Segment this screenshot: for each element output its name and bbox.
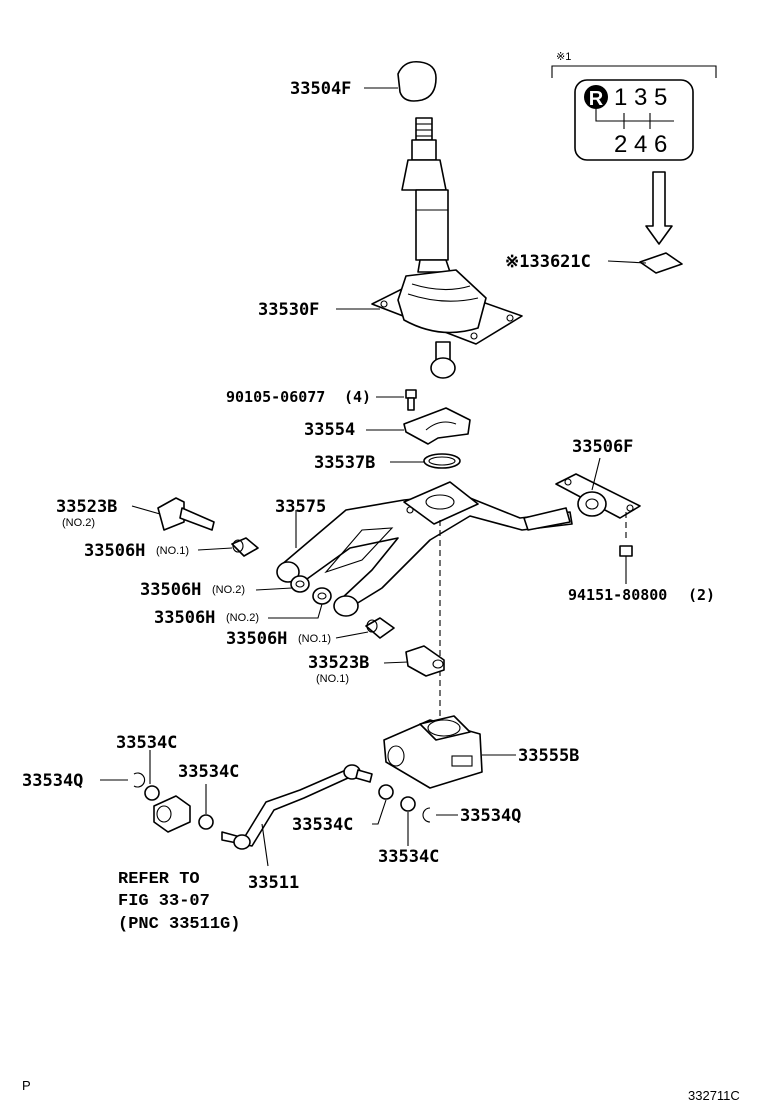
gear-row-bottom: 2 4 6 [614, 131, 667, 158]
bracket-bushing [577, 491, 607, 517]
lever-ball-end [430, 357, 456, 379]
bush-d-group: 33506H (NO.1) [226, 617, 395, 649]
bush-c-group: 33506H (NO.2) [154, 587, 332, 628]
gear-row-top: 1 3 5 [614, 84, 667, 111]
bolt-part-number: 90105-06077 [226, 388, 325, 406]
ring-outer [423, 453, 461, 469]
bush-d-tag: (NO.1) [298, 633, 331, 645]
reference-note: REFER TO FIG 33-07 (PNC 33511G) [118, 870, 240, 934]
bush-534c-a-shape [144, 785, 160, 801]
bush-534c-c-group: 33534C [292, 784, 394, 835]
lever-shaft-cover [415, 189, 449, 261]
bush-534c-c-part-number: 33534C [292, 815, 353, 835]
diagram-code: 332711C [688, 1088, 740, 1103]
bracket-group: 33506F 94151-80800 (2) [555, 437, 715, 604]
bush-b-group: 33506H (NO.2) [140, 575, 310, 600]
rod-part-number: 33511 [248, 873, 299, 893]
nut-quantity: (2) [688, 586, 715, 604]
clip-left-icon [133, 772, 146, 788]
bush-c-shape [312, 587, 332, 605]
housing-rod-end [523, 507, 571, 531]
pin-no2-part-number: 33523B [56, 497, 117, 517]
label-plate [639, 252, 683, 274]
lever-upper-boot [401, 159, 447, 191]
pin-no1-part-number: 33523B [308, 653, 369, 673]
coupler-shape [153, 795, 191, 833]
bush-534c-d-shape [400, 796, 416, 812]
bush-534c-a-part-number: 33534C [116, 733, 177, 753]
knob-part-number: 33504F [290, 79, 351, 99]
bush-a-tag: (NO.1) [156, 545, 189, 557]
shift-pattern-callout: ※1 R 1 3 5 2 4 6 ※133621C [505, 51, 717, 274]
reverse-letter: R [589, 88, 604, 110]
bush-534c-c-shape [378, 784, 394, 800]
lever-housing-pad [403, 481, 479, 525]
shift-knob: 33504F [290, 60, 437, 102]
nut-shape [619, 545, 633, 557]
bush-534c-d-part-number: 33534C [378, 847, 439, 867]
nut-part-number: 94151-80800 [568, 586, 667, 604]
lever-neck [417, 259, 451, 273]
bush-b-part-number: 33506H [140, 580, 201, 600]
bolt-quantity: (4) [344, 388, 371, 406]
lever-housing-group: 33575 [275, 481, 573, 720]
bush-534c-a-group: 33534C [116, 733, 177, 801]
pin-no1-group: 33523B (NO.1) [308, 645, 445, 685]
pin-no2-shaft [179, 507, 215, 531]
bush-a-group: 33506H (NO.1) [84, 537, 259, 561]
bush-534c-b-group: 33534C [178, 762, 239, 830]
shift-lever-part-number: 33530F [258, 300, 319, 320]
pin-no1-shape [405, 645, 445, 677]
pin-no2-tag: (NO.2) [62, 517, 95, 529]
bush-534c-b-part-number: 33534C [178, 762, 239, 782]
lever-housing-part-number: 33575 [275, 497, 326, 517]
retainer-part-number: 33554 [304, 420, 355, 440]
bush-b-shape [290, 575, 310, 593]
bolt-shank [407, 397, 415, 411]
clip-left-part-number: 33534Q [22, 771, 83, 791]
rod-group: 33511 [221, 764, 373, 893]
bush-d-shape [365, 617, 395, 639]
reference-line-1: REFER TO [118, 870, 200, 889]
clip-534q-right-group: 33534Q [422, 806, 521, 826]
bolt-group: 90105-06077 (4) [226, 388, 417, 411]
ring-part-number: 33537B [314, 453, 375, 473]
corner-left-code: P [22, 1078, 31, 1093]
bracket-part-number: 33506F [572, 437, 633, 457]
housing-boss-left [276, 561, 300, 583]
pin-no1-tag: (NO.1) [316, 673, 349, 685]
lever-collar [411, 139, 437, 161]
bolt-head [405, 389, 417, 399]
retainer-plate [403, 407, 471, 445]
lever-thread [415, 117, 433, 141]
note-mark: ※1 [556, 51, 571, 63]
pin-no2-group: 33523B (NO.2) [56, 497, 215, 531]
clip-534q-left-group: 33534Q [22, 771, 146, 791]
bush-c-part-number: 33506H [154, 608, 215, 628]
reverse-circle [584, 85, 608, 109]
bush-b-tag: (NO.2) [212, 584, 245, 596]
bush-c-tag: (NO.2) [226, 612, 259, 624]
reference-line-3: (PNC 33511G) [118, 915, 240, 934]
bush-a-part-number: 33506H [84, 541, 145, 561]
housing-555-group: 33555B [383, 715, 579, 789]
housing-part-number: 33555B [518, 746, 579, 766]
housing-boss-right [333, 595, 359, 617]
shift-lever-assembly: 33530F [258, 117, 523, 379]
bush-534c-b-shape [198, 814, 214, 830]
clip-right-icon [422, 807, 431, 823]
coupler-group [153, 795, 191, 833]
clip-right-part-number: 33534Q [460, 806, 521, 826]
knob-shape [397, 60, 437, 102]
rod-end-left [233, 834, 251, 850]
label-plate-part-number: ※133621C [505, 252, 591, 272]
bush-d-part-number: 33506H [226, 629, 287, 649]
reference-line-2: FIG 33-07 [118, 892, 210, 911]
housing-body [383, 719, 483, 789]
down-arrow-icon [645, 171, 673, 245]
bush-534c-d-group: 33534C [378, 796, 439, 867]
ring-group: 33537B [314, 453, 461, 473]
retainer-group: 33554 [304, 407, 471, 445]
